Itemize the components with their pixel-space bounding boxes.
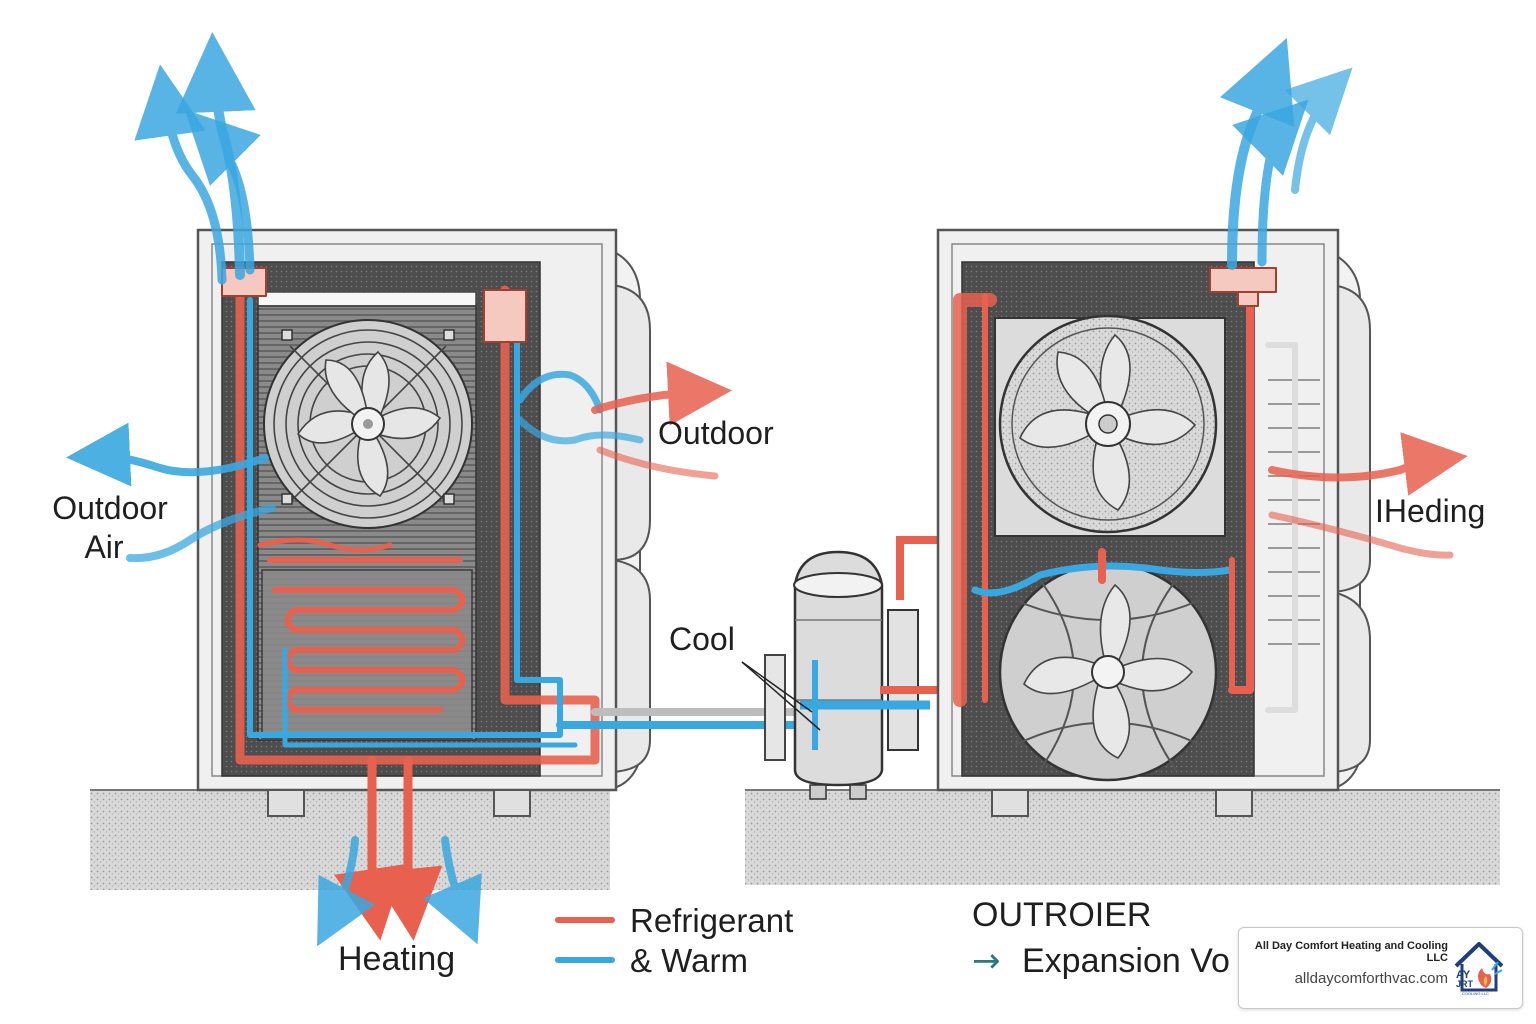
right-unit-pipes [953, 267, 1298, 713]
legend-red-label: Refrigerant [630, 902, 793, 939]
secondary-legend-item: Expansion Vo [1022, 942, 1230, 980]
label-heding: IHeding [1375, 493, 1485, 529]
brand-card[interactable]: All Day Comfort Heating and Cooling LLC … [1238, 927, 1523, 1009]
left-unit-pipes [221, 267, 804, 895]
label-outdoor-air-line2: Air [84, 529, 123, 565]
legend: Refrigerant & Warm [555, 902, 793, 979]
label-outdoor-air-line1: Outdoor [52, 490, 168, 526]
brand-name: All Day Comfort Heating and Cooling LLC [1254, 940, 1448, 964]
brand-logo-text-small: COOLING LLC [1462, 991, 1489, 996]
arrow-icon: → [972, 941, 1001, 981]
label-outdoor: Outdoor [658, 415, 774, 451]
brand-logo-icon: AY JRT COOLING LLC [1454, 942, 1504, 996]
cool-pointer-lines [741, 661, 821, 731]
secondary-legend: OUTROIER → Expansion Vo [972, 896, 1230, 981]
label-cool: Cool [669, 621, 735, 657]
right-outdoor-unit [936, 228, 1371, 817]
secondary-legend-title: OUTROIER [972, 896, 1151, 934]
legend-blue-label: & Warm [630, 942, 748, 979]
label-heating: Heating [338, 940, 455, 978]
airflow-arrows [66, 32, 1468, 947]
brand-url[interactable]: alldaycomforthvac.com [1294, 970, 1448, 987]
brand-logo-text-top: AY [1456, 969, 1471, 981]
brand-logo-text-mid: JRT [1456, 979, 1474, 989]
